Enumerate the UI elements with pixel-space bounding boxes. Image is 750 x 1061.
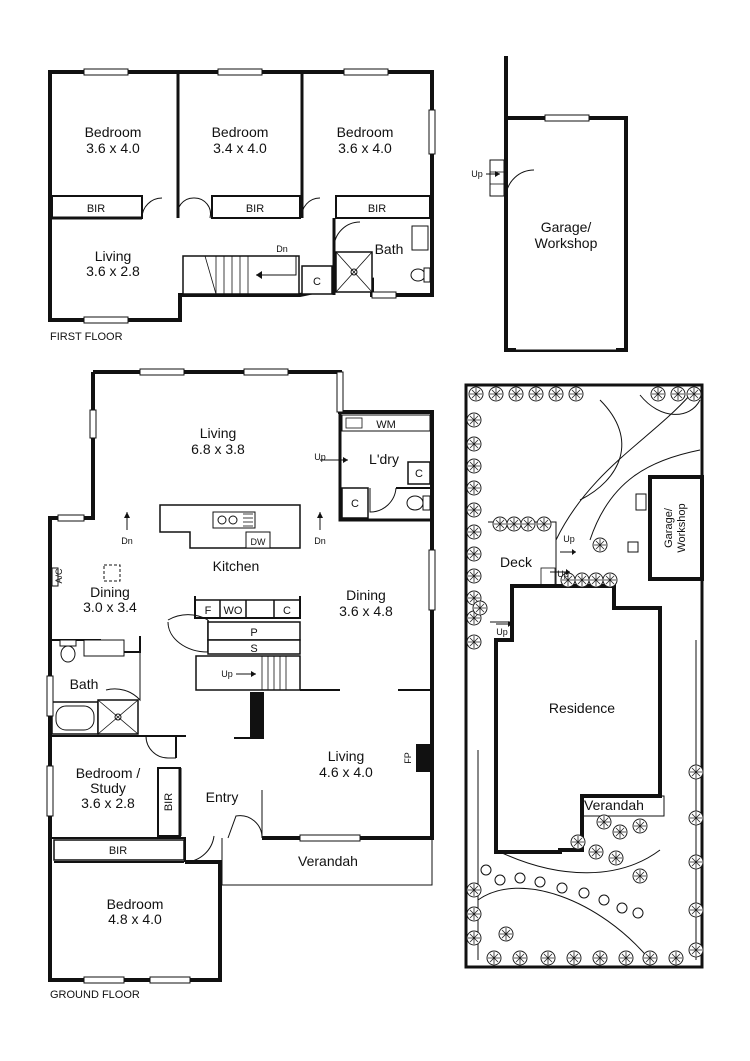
garage-up-label: Up: [471, 169, 483, 179]
ground-living-top-size: 6.8 x 3.8: [191, 441, 245, 457]
first-floor-plan: Bedroom 3.6 x 4.0 Bedroom 3.4 x 4.0 Bedr…: [48, 68, 436, 343]
dn-left-label: Dn: [121, 536, 133, 546]
laundry-label: L'dry: [369, 451, 399, 467]
kitchen-cupboard-label: C: [283, 605, 291, 617]
fridge-label: F: [205, 605, 212, 617]
kitchen-label: Kitchen: [213, 558, 260, 574]
dining-left-name: Dining: [90, 584, 130, 600]
first-floor-caption: FIRST FLOOR: [50, 331, 123, 343]
bir-label-2: BIR: [246, 203, 264, 215]
site-up-label-3: Up: [496, 627, 508, 637]
bedroom-study-size: 3.6 x 2.8: [81, 795, 135, 811]
dn-right-label: Dn: [314, 536, 326, 546]
first-living-size: 3.6 x 2.8: [86, 263, 140, 279]
site-garage-line1: Garage/: [663, 507, 675, 548]
dining-right-size: 3.6 x 4.8: [339, 603, 393, 619]
fireplace-label: FP: [403, 752, 413, 764]
bedroom-3-size: 3.6 x 4.0: [338, 140, 392, 156]
living-bottom-size: 4.6 x 4.0: [319, 764, 373, 780]
deck-label: Deck: [500, 554, 533, 570]
bedroom-2-name: Bedroom: [212, 124, 269, 140]
bedroom-bottom-size: 4.8 x 4.0: [108, 911, 162, 927]
first-dn-label: Dn: [276, 244, 288, 254]
site-up-label-1: Up: [563, 534, 575, 544]
bedroom-1-name: Bedroom: [85, 124, 142, 140]
bir-vertical-label: BIR: [163, 793, 175, 811]
ground-living-top-name: Living: [200, 425, 237, 441]
laundry-cupboard-1: C: [415, 468, 423, 480]
laundry-cupboard-2: C: [351, 498, 359, 510]
living-bottom-name: Living: [328, 748, 365, 764]
site-up-label-2: Up: [557, 569, 569, 579]
pantry-label: P: [250, 627, 257, 639]
storage-label: S: [250, 643, 257, 655]
residence-footprint: [494, 584, 662, 854]
garage-label-line2: Workshop: [535, 235, 598, 251]
stairs-up-label: Up: [221, 669, 233, 679]
bedroom-study-line1: Bedroom /: [76, 765, 141, 781]
garage-plan: Up Garage/ Workshop: [471, 56, 628, 352]
ground-bath-label: Bath: [70, 676, 99, 692]
site-garage-line2: Workshop: [676, 503, 688, 552]
bir-label-1: BIR: [87, 203, 105, 215]
bedroom-2-size: 3.4 x 4.0: [213, 140, 267, 156]
bedroom-3-name: Bedroom: [337, 124, 394, 140]
ground-floor-plan: Living 6.8 x 3.8 WM Up L'dry C C Dn Dn D…: [46, 368, 436, 1001]
bedroom-1-size: 3.6 x 4.0: [86, 140, 140, 156]
wall-oven-label: WO: [224, 605, 243, 617]
first-bath-label: Bath: [375, 241, 404, 257]
ground-floor-caption: GROUND FLOOR: [50, 989, 140, 1001]
bedroom-bottom-name: Bedroom: [107, 896, 164, 912]
bir-label-3: BIR: [368, 203, 386, 215]
entry-label: Entry: [206, 789, 239, 805]
garage-label-line1: Garage/: [541, 219, 592, 235]
site-verandah-label: Verandah: [584, 797, 644, 813]
dining-left-size: 3.0 x 3.4: [83, 599, 137, 615]
verandah-label: Verandah: [298, 853, 358, 869]
wm-label: WM: [376, 419, 396, 431]
ac-label: A/C: [54, 568, 64, 584]
site-plan: Deck Up Up Up Garage/ Workshop Residence…: [464, 383, 704, 969]
residence-label: Residence: [549, 700, 615, 716]
dining-right-name: Dining: [346, 587, 386, 603]
dishwasher-label: DW: [251, 537, 266, 547]
bir-bottom-label: BIR: [109, 845, 127, 857]
first-living-name: Living: [95, 248, 132, 264]
laundry-up-label: Up: [314, 452, 326, 462]
first-cupboard-label: C: [313, 276, 321, 288]
bedroom-study-line2: Study: [90, 780, 126, 796]
